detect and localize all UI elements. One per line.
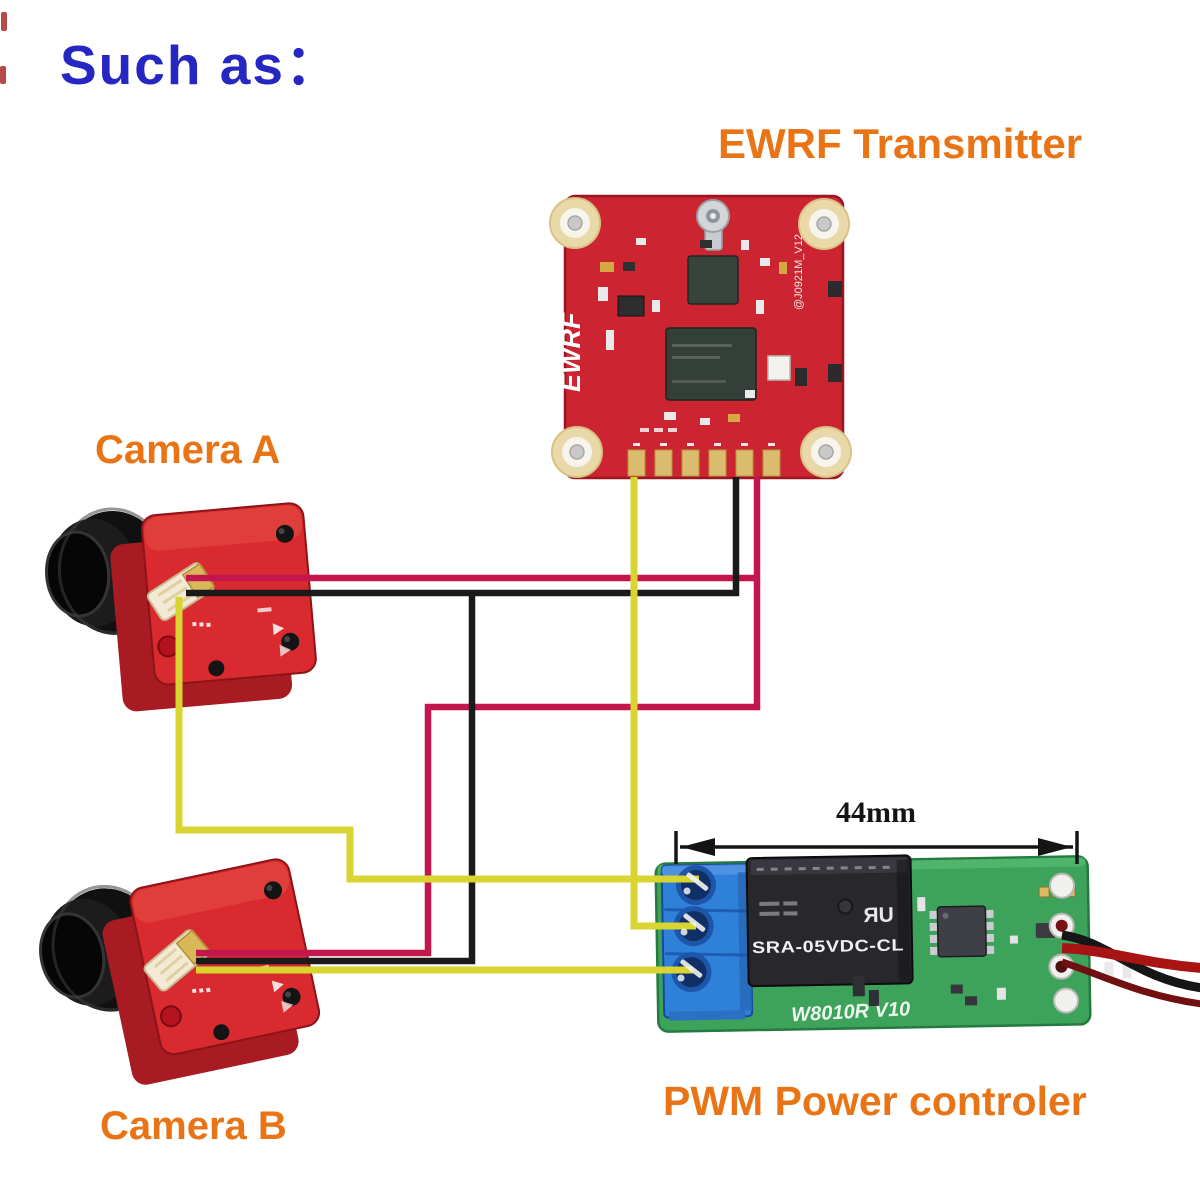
- pwm-controller-board: ЯU SRA-05VDC-CL W8010R V10: [654, 854, 1132, 1033]
- dimension-arrow: [674, 831, 1079, 864]
- camera-b-label: Camera B: [100, 1104, 287, 1148]
- mounting-hole: [551, 426, 603, 478]
- antenna-connector: [696, 199, 730, 251]
- relay: ЯU SRA-05VDC-CL: [745, 854, 914, 988]
- terminal-screw-slots: [677, 872, 709, 982]
- relay-model-text: SRA-05VDC-CL: [752, 936, 904, 957]
- dimension-label: 44mm: [836, 796, 916, 829]
- mounting-hole: [549, 197, 601, 249]
- tx-solder-pads: [627, 443, 781, 477]
- relay-dimple: [837, 898, 854, 915]
- wire-video-transmitter: [630, 477, 696, 930]
- tx-passives: [598, 238, 842, 432]
- relay-ul-mark: ЯU: [863, 904, 894, 928]
- transmitter-board: EWRF @J0921M_V12: [549, 194, 852, 480]
- tx-model-text: @J0921M_V12: [793, 234, 805, 310]
- page-title: Such as：: [60, 34, 342, 96]
- rf-chip: [687, 255, 739, 305]
- output-wire-bundle: [1060, 930, 1200, 1008]
- wire-power-main: [196, 477, 761, 957]
- pwm-label: PWM Power controler: [663, 1078, 1087, 1124]
- output-wire-darkred: [1060, 958, 1200, 1008]
- mounting-hole: [800, 426, 852, 478]
- mounting-hole: [798, 198, 850, 250]
- relay-fine-print: [756, 865, 890, 916]
- camera-b-photo: [27, 845, 329, 1103]
- soic8-chip: [929, 905, 995, 958]
- output-wire-red: [1061, 943, 1200, 973]
- transmitter-label: EWRF Transmitter: [718, 120, 1083, 167]
- wire-ground-main: [186, 477, 740, 597]
- main-chip: [665, 327, 757, 401]
- tx-brand-text: EWRF: [556, 311, 586, 392]
- camera-a-label: Camera A: [95, 428, 281, 472]
- edge-artifact: [1, 12, 7, 31]
- wire-ground-camera-b: [196, 593, 476, 965]
- wire-video-camera-a: [175, 597, 699, 883]
- edge-artifact: [0, 66, 6, 84]
